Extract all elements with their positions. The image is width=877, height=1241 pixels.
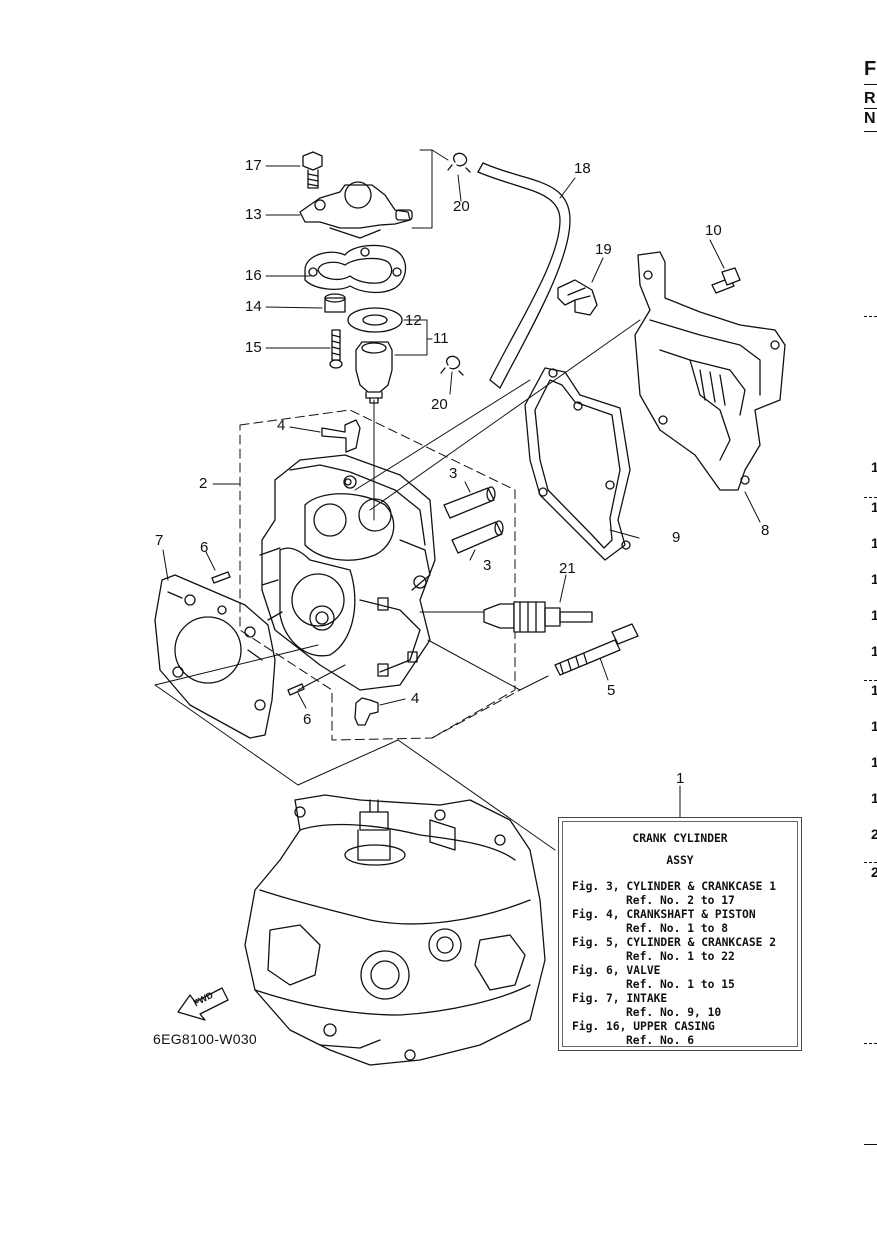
hose-18: [477, 162, 571, 389]
assy-title-line2: ASSY: [666, 854, 694, 867]
callout-5: 5: [607, 682, 616, 699]
assy-ref-entry: Ref. No. 6: [626, 1034, 695, 1047]
grommet-14: [324, 293, 346, 313]
assy-ref-entry: Ref. No. 1 to 8: [626, 922, 729, 935]
bolt-17: [302, 151, 323, 189]
edge-dash: [864, 862, 877, 863]
callout-21: 21: [559, 560, 576, 577]
edge-ref: 1: [871, 682, 877, 698]
head-gasket-7: [154, 574, 276, 739]
leader-lines: [162, 165, 761, 818]
thermostat-gasket: [304, 244, 407, 294]
callout-10: 10: [705, 222, 722, 239]
edge-dash: [864, 497, 877, 498]
callout-19: 19: [595, 241, 612, 258]
callout-20-lower: 20: [431, 396, 448, 413]
edge-ref: 1: [871, 535, 877, 551]
hose-fitting-4-upper: [321, 419, 361, 453]
anode-3-upper: [443, 486, 496, 519]
callout-1: 1: [676, 770, 685, 787]
edge-rule: [864, 108, 877, 109]
dowel-pin-upper: [211, 571, 231, 584]
edge-dash: [864, 1043, 877, 1044]
edge-letter: R: [864, 90, 876, 107]
edge-rule: [864, 1144, 877, 1145]
edge-dash: [864, 316, 877, 317]
edge-ref: 2: [871, 826, 877, 842]
assy-ref-entry: Ref. No. 1 to 22: [626, 950, 735, 963]
edge-ref: 1: [871, 607, 877, 623]
edge-rule: [864, 84, 877, 85]
assy-ref-entry: Ref. No. 9, 10: [626, 1006, 722, 1019]
exhaust-cover-8: [634, 251, 786, 491]
callout-6-upper: 6: [200, 539, 209, 556]
crankcase: [244, 794, 546, 1066]
edge-ref: 2: [871, 864, 877, 880]
hose-clamp-19: [557, 279, 598, 316]
callout-20-upper: 20: [453, 198, 470, 215]
callout-12: 12: [405, 312, 422, 329]
hose-clip-20-upper: [447, 152, 471, 173]
callout-2: 2: [199, 475, 208, 492]
hose-fitting-4-lower: [354, 697, 379, 726]
callout-3-upper: 3: [449, 465, 458, 482]
thermostat-cover: [299, 181, 413, 239]
callout-16: 16: [245, 267, 262, 284]
cover-gasket-9: [524, 367, 631, 561]
dowel-pin-lower: [287, 683, 305, 696]
callout-3-lower: 3: [483, 557, 492, 574]
callout-13: 13: [245, 206, 262, 223]
cylinder-body: [259, 454, 436, 691]
edge-ref: 1: [871, 754, 877, 770]
bolt-5: [554, 623, 639, 676]
assy-ref-entry: Ref. No. 1 to 15: [626, 978, 735, 991]
edge-ref: 1: [871, 499, 877, 515]
callout-11: 11: [433, 330, 449, 347]
assy-title-line1: CRANK CYLINDER: [632, 832, 728, 845]
callout-4-lower: 4: [411, 690, 420, 707]
assy-fig-entry: Fig. 4, CRANKSHAFT & PISTON: [572, 908, 756, 921]
bolt-10: [711, 267, 741, 294]
callout-4-upper: 4: [277, 417, 286, 434]
thermostat-11: [355, 341, 393, 521]
callout-9: 9: [672, 529, 681, 546]
edge-letter: N: [864, 110, 876, 127]
callout-6-lower: 6: [303, 711, 312, 728]
hose-clip-20-lower: [440, 355, 464, 376]
assy-fig-entry: Fig. 6, VALVE: [572, 964, 661, 977]
edge-ref: 1: [871, 459, 877, 475]
callout-17: 17: [245, 157, 262, 174]
assy-reference-box: CRANK CYLINDER ASSY Fig. 3, CYLINDER & C…: [558, 817, 802, 1051]
washer-12: [347, 307, 403, 333]
edge-dash: [864, 680, 877, 681]
anode-3-lower: [451, 520, 504, 554]
assy-fig-entry: Fig. 3, CYLINDER & CRANKCASE 1: [572, 880, 777, 893]
assy-fig-entry: Fig. 7, INTAKE: [572, 992, 668, 1005]
diagram-code: 6EG8100-W030: [153, 1031, 257, 1047]
callout-15: 15: [245, 339, 262, 356]
cylinder-assy-dashed-outline: [239, 409, 521, 741]
assy-ref-entry: Ref. No. 2 to 17: [626, 894, 735, 907]
callout-14: 14: [245, 298, 262, 315]
edge-ref: 1: [871, 643, 877, 659]
assy-fig-entry: Fig. 16, UPPER CASING: [572, 1020, 715, 1033]
edge-letter: F: [864, 58, 877, 80]
screw-15: [329, 329, 343, 369]
edge-ref: 1: [871, 790, 877, 806]
callout-18: 18: [574, 160, 591, 177]
callout-8: 8: [761, 522, 770, 539]
edge-ref: 1: [871, 718, 877, 734]
fwd-arrow: [177, 987, 229, 1021]
assembly-lines: [154, 149, 641, 851]
edge-rule: [864, 131, 877, 132]
callout-7: 7: [155, 532, 164, 549]
assy-fig-entry: Fig. 5, CYLINDER & CRANKCASE 2: [572, 936, 777, 949]
spark-plug-21: [483, 601, 593, 633]
edge-ref: 1: [871, 571, 877, 587]
